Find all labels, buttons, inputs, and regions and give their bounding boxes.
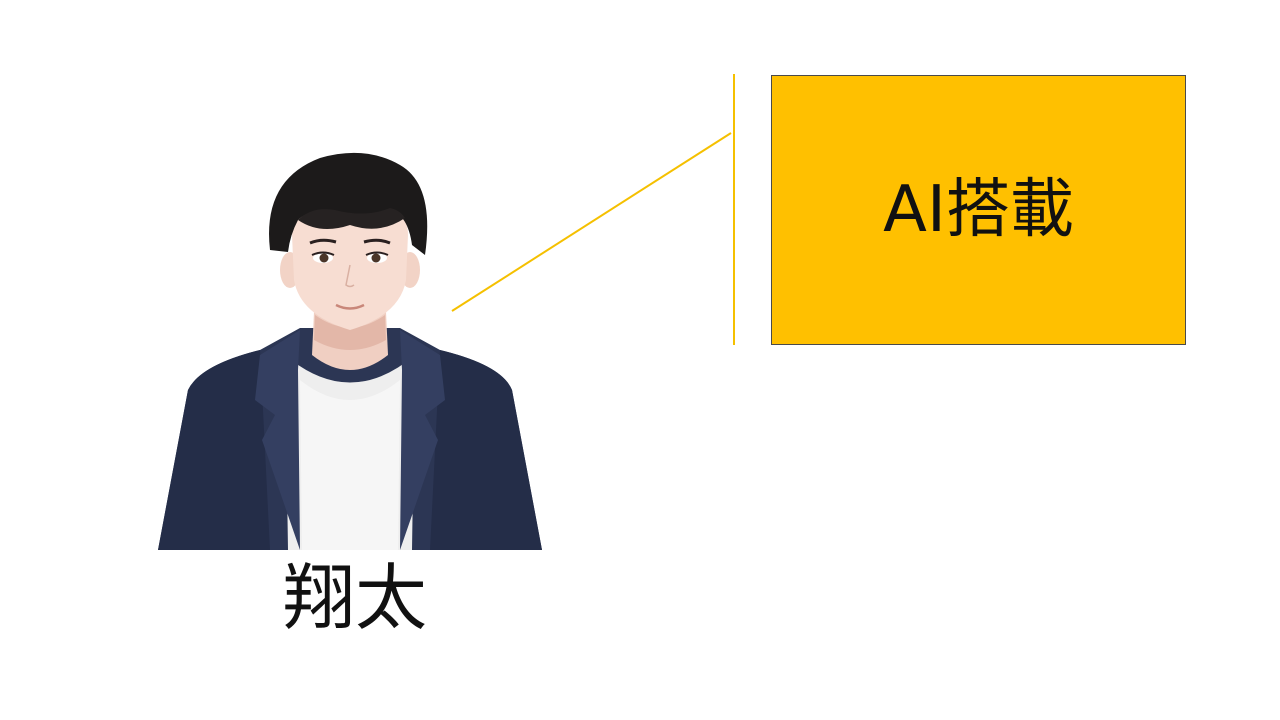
callout-text: AI搭載: [883, 173, 1074, 247]
person-name-label: 翔太: [282, 556, 427, 640]
callout-box: AI搭載: [771, 75, 1186, 345]
person-avatar-icon: [150, 140, 550, 552]
